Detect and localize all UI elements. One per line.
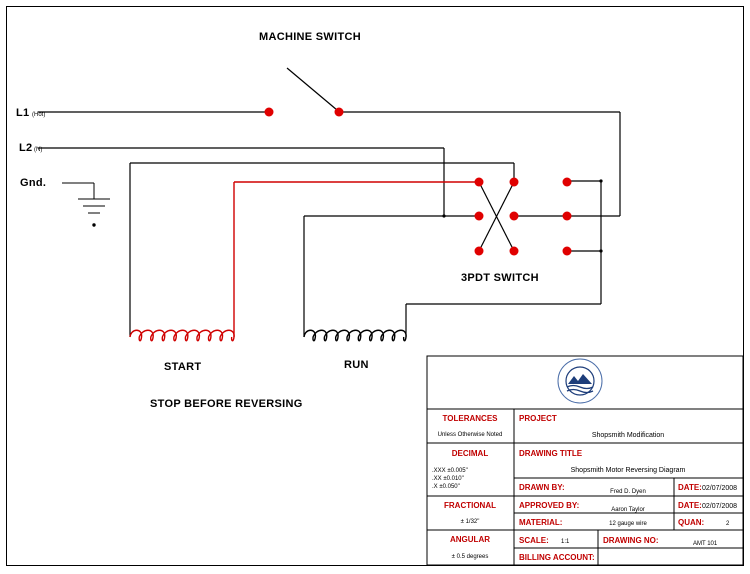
drawing-title-label: DRAWING TITLE: [519, 449, 583, 458]
project-label: PROJECT: [519, 414, 557, 423]
date-value-2: 02/07/2008: [702, 503, 737, 510]
scale-value: 1:1: [561, 539, 570, 545]
school-seal-logo-icon: [557, 358, 603, 404]
date-label-2: DATE:: [678, 501, 702, 510]
machine-switch-blade: [286, 67, 338, 111]
switch-label: 3PDT SWITCH: [461, 272, 539, 284]
coil-winding: [303, 329, 407, 342]
switch-terminal: [509, 211, 519, 221]
decimal-label: DECIMAL: [452, 449, 489, 458]
run-label: RUN: [344, 359, 369, 371]
fractional-value: ± 1/32": [461, 519, 480, 525]
run-coil-icon: [303, 329, 407, 342]
l1-sub-label: (Hot): [32, 112, 45, 118]
switch-terminal: [562, 246, 572, 256]
run-winding-wires: [303, 180, 602, 337]
drawn-by-value: Fred D. Dyen: [610, 489, 646, 495]
date-value-1: 02/07/2008: [702, 485, 737, 492]
date-label-1: DATE:: [678, 483, 702, 492]
switch-terminal: [509, 246, 519, 256]
switch-terminal: [474, 177, 484, 187]
quan-label: QUAN:: [678, 518, 704, 527]
coil-winding: [129, 329, 235, 342]
tolerances-label: TOLERANCES: [443, 414, 499, 423]
approved-by-value: Aaron Taylor: [611, 507, 645, 513]
tolerances-value: Unless Otherwise Noted: [438, 432, 503, 438]
material-value: 12 gauge wire: [609, 521, 647, 527]
drawing-frame: [6, 6, 744, 566]
decimal-line-3: .X ±0.050": [432, 484, 460, 490]
l1-wire: [38, 111, 621, 217]
gnd-label: Gnd.: [20, 177, 46, 189]
start-winding-red-wire: [233, 181, 479, 337]
machine-switch-terminal-left: [264, 107, 274, 117]
switch-terminal: [562, 177, 572, 187]
billing-account-label: BILLING ACCOUNT:: [519, 553, 595, 562]
decimal-line-2: .XX ±0.010": [432, 476, 464, 482]
project-value: Shopsmith Modification: [592, 432, 664, 439]
approved-by-label: APPROVED BY:: [519, 501, 579, 510]
drawing-title-value: Shopsmith Motor Reversing Diagram: [571, 467, 686, 474]
switch-terminal: [474, 246, 484, 256]
quan-value: 2: [726, 521, 730, 527]
start-coil-icon: [129, 329, 235, 342]
decimal-line-1: .XXX ±0.005": [432, 468, 468, 474]
machine-switch-label: MACHINE SWITCH: [259, 31, 361, 43]
start-label: START: [164, 361, 201, 373]
drawing-no-value: AMT 101: [693, 541, 718, 547]
scale-label: SCALE:: [519, 536, 549, 545]
machine-switch-terminal-right: [334, 107, 344, 117]
terminals: [264, 107, 572, 256]
l1-label: L1: [16, 107, 29, 119]
title-block: [426, 355, 744, 566]
wire-junction-dots: [442, 179, 603, 253]
reversing-note: STOP BEFORE REVERSING: [150, 398, 303, 410]
start-winding-black-wire: [129, 162, 515, 337]
ground-symbol-icon: [62, 182, 110, 227]
switch-terminal: [509, 177, 519, 187]
l2-sub-label: (N): [34, 147, 42, 153]
drawing-no-label: DRAWING NO:: [603, 536, 659, 545]
switch-terminal: [474, 211, 484, 221]
fractional-label: FRACTIONAL: [444, 501, 496, 510]
drawn-by-label: DRAWN BY:: [519, 483, 565, 492]
angular-label: ANGULAR: [450, 535, 490, 544]
l2-label: L2: [19, 142, 32, 154]
switch-terminal: [562, 211, 572, 221]
switch-crossover: [478, 181, 567, 252]
material-label: MATERIAL:: [519, 518, 562, 527]
angular-value: ± 0.5 degrees: [452, 554, 489, 560]
